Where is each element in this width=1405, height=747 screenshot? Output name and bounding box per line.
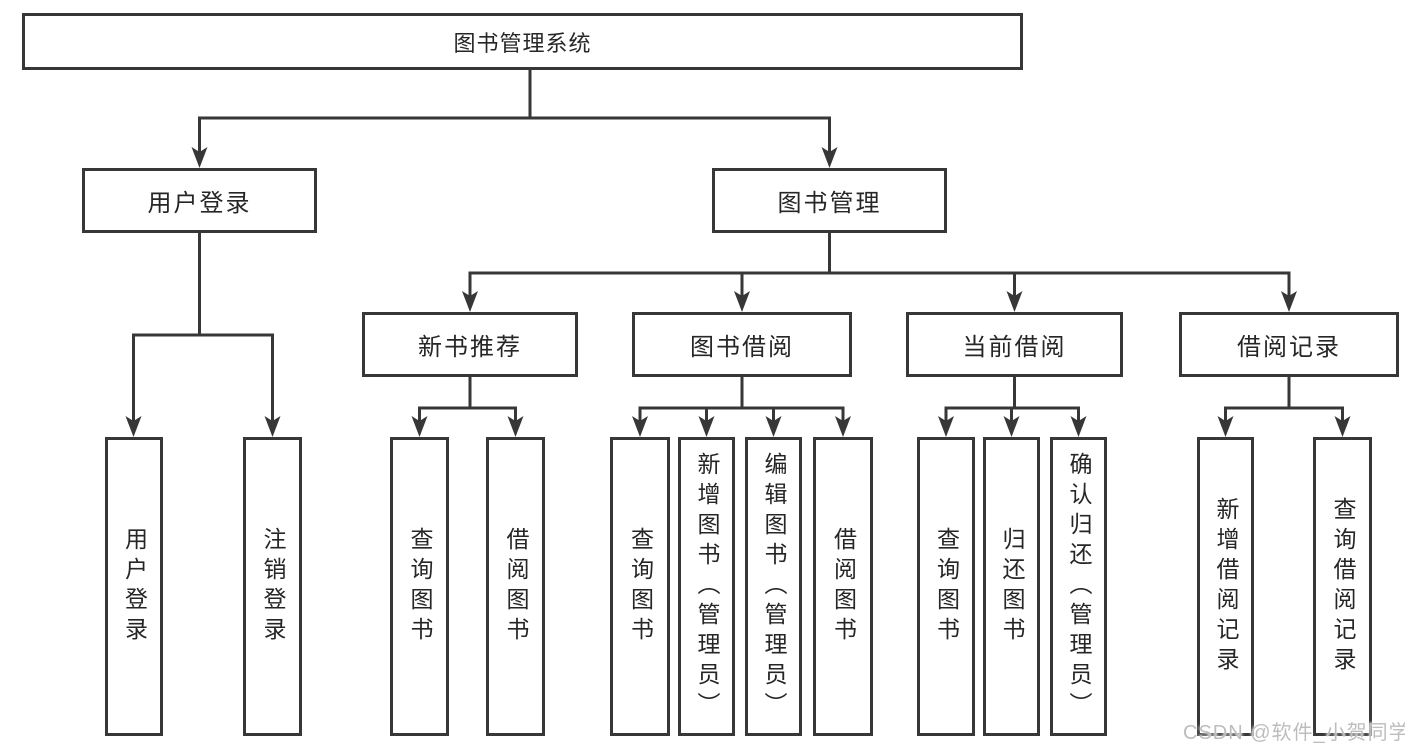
node-user-login: 用户登录 — [82, 168, 317, 233]
arrowhead-icon — [765, 416, 782, 437]
arrowhead-icon — [734, 291, 750, 312]
arrowhead-icon — [1217, 416, 1234, 437]
leaf-label: 查询图书 — [933, 526, 960, 647]
node-current-borrowing: 当前借阅 — [906, 312, 1123, 377]
node-label: 当前借阅 — [962, 334, 1067, 361]
leaf-confirm-return-admin: 确认归还（管理员） — [1050, 437, 1107, 736]
leaf-label: 用户登录 — [121, 526, 148, 647]
leaf-label: 编辑图书（管理员） — [761, 451, 787, 722]
arrowhead-icon — [821, 147, 838, 168]
leaf-query-books-recommend: 查询图书 — [390, 437, 449, 736]
leaf-query-borrow-record: 查询借阅记录 — [1313, 437, 1372, 736]
node-book-management: 图书管理 — [712, 168, 947, 233]
arrowhead-icon — [632, 416, 648, 437]
node-label: 图书管理系统 — [453, 30, 592, 56]
leaf-edit-books-admin: 编辑图书（管理员） — [745, 437, 802, 736]
arrowhead-icon — [1003, 416, 1020, 437]
arrowhead-icon — [264, 416, 281, 437]
leaf-logout: 注销登录 — [243, 437, 302, 736]
arrowhead-icon — [507, 416, 524, 437]
arrowhead-icon — [835, 416, 851, 437]
arrowhead-icon — [1281, 291, 1297, 312]
node-borrowing-records: 借阅记录 — [1179, 312, 1399, 377]
arrowhead-icon — [1334, 416, 1351, 437]
leaf-borrow-books: 借阅图书 — [813, 437, 873, 736]
leaf-borrow-books-recommend: 借阅图书 — [486, 437, 545, 736]
leaf-label: 新增借阅记录 — [1213, 496, 1239, 677]
leaf-label: 查询图书 — [407, 526, 433, 647]
leaf-label: 新增图书（管理员） — [694, 451, 720, 722]
leaf-label: 注销登录 — [260, 526, 286, 647]
arrowhead-icon — [1070, 416, 1087, 437]
arrowhead-icon — [411, 416, 428, 437]
leaf-add-borrow-record: 新增借阅记录 — [1197, 437, 1254, 736]
node-book-borrowing: 图书借阅 — [632, 312, 852, 377]
arrowhead-icon — [1006, 291, 1023, 312]
leaf-query-books-current: 查询图书 — [917, 437, 975, 736]
arrowhead-icon — [938, 416, 954, 437]
arrowhead-icon — [125, 416, 142, 437]
node-label: 图书管理 — [777, 190, 882, 217]
arrowhead-icon — [191, 147, 208, 168]
arrowhead-icon — [462, 291, 478, 312]
leaf-add-books-admin: 新增图书（管理员） — [678, 437, 735, 736]
leaf-label: 查询图书 — [627, 526, 654, 647]
arrowhead-icon — [698, 416, 715, 437]
leaf-label: 归还图书 — [999, 526, 1025, 647]
leaf-label: 确认归还（管理员） — [1066, 451, 1092, 722]
leaf-user-login: 用户登录 — [105, 437, 163, 736]
node-label: 新书推荐 — [418, 334, 522, 361]
csdn-watermark: CSDN @软件_小贺同学 — [1183, 722, 1405, 744]
leaf-label: 借阅图书 — [503, 526, 529, 647]
leaf-query-books-borrow: 查询图书 — [610, 437, 670, 736]
leaf-label: 查询借阅记录 — [1330, 496, 1356, 677]
node-label: 借阅记录 — [1237, 334, 1341, 361]
leaf-return-books: 归还图书 — [983, 437, 1040, 736]
leaf-label: 借阅图书 — [830, 526, 857, 647]
node-new-book-recommendation: 新书推荐 — [362, 312, 578, 377]
node-library-management-system: 图书管理系统 — [22, 13, 1023, 70]
node-label: 图书借阅 — [690, 334, 794, 361]
node-label: 用户登录 — [147, 190, 252, 217]
